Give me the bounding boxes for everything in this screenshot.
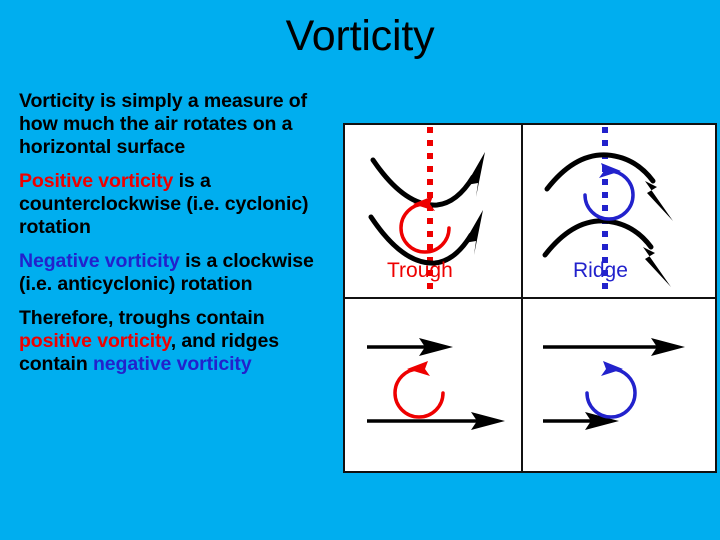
trough-flow-curve-lower [368,214,474,266]
paragraph-negative-vorticity: Negative vorticity is a clockwise (i.e. … [19,250,339,296]
ridge-rotation-arrowhead [599,163,621,178]
negative-vorticity-description: is a clockwise (i.e. anticyclonic) rotat… [19,250,314,295]
quadrant-shear-negative [523,299,719,475]
trough-flow-curve-upper [370,157,476,208]
shear-positive-rotation-arrowhead [407,361,430,376]
quadrant-ridge: Ridge [523,125,719,297]
shear-positive-bottom-arrowhead [471,412,505,430]
ridge-flow-curve-upper [544,152,656,192]
quadrant-trough: Trough [345,125,521,297]
trough-label: Trough [387,259,453,282]
paragraph-conclusion: Therefore, troughs contain positive vort… [19,307,339,376]
ridge-flow-curve-lower [542,218,654,258]
conclusion-lead: Therefore, troughs contain [19,307,265,329]
positive-vorticity-description: is a counterclockwise (i.e. cyclonic) ro… [19,170,309,238]
shear-negative-top-arrowhead [651,338,685,356]
shear-negative-bottom-arrowhead [585,412,619,430]
panel-horizontal-divider [345,297,715,299]
trough-flow-arrowhead-lower [464,210,483,255]
paragraph-positive-vorticity: Positive vorticity is a counterclockwise… [19,170,339,239]
paragraph-definition: Vorticity is simply a measure of how muc… [19,90,339,159]
trough-flow-arrowhead-upper [466,152,485,197]
conclusion-negative-term: negative vorticity [92,353,252,375]
body-text-block: Vorticity is simply a measure of how muc… [19,90,339,376]
definition-text: Vorticity is simply a measure of how muc… [19,90,307,158]
shear-negative-rotation-arrowhead [601,361,623,376]
ridge-diagram-svg [542,127,673,293]
trough-rotation-arrowhead [413,196,435,211]
shear-negative-diagram-svg [543,338,685,430]
negative-vorticity-term: Negative vorticity [19,250,180,272]
shear-positive-diagram-svg [367,338,505,430]
shear-positive-top-arrowhead [419,338,453,356]
positive-vorticity-term: Positive vorticity [19,170,174,192]
ridge-flow-arrowhead-lower [643,247,671,287]
ridge-rotation-circle-clockwise [583,169,635,221]
conclusion-mid: , and ridges contain [19,330,279,375]
shear-negative-rotation-circle-clockwise [585,367,637,419]
page-title: Vorticity [285,12,435,60]
ridge-label: Ridge [573,259,628,282]
vorticity-diagram-panel: Trough Ridge [343,123,717,473]
quadrant-shear-positive [345,299,521,475]
conclusion-positive-term: positive vorticity [19,330,171,352]
trough-rotation-circle-counterclockwise [399,202,451,254]
shear-positive-rotation-circle-counterclockwise [393,367,445,419]
trough-diagram-svg [368,127,485,293]
ridge-flow-arrowhead-upper [645,181,673,221]
